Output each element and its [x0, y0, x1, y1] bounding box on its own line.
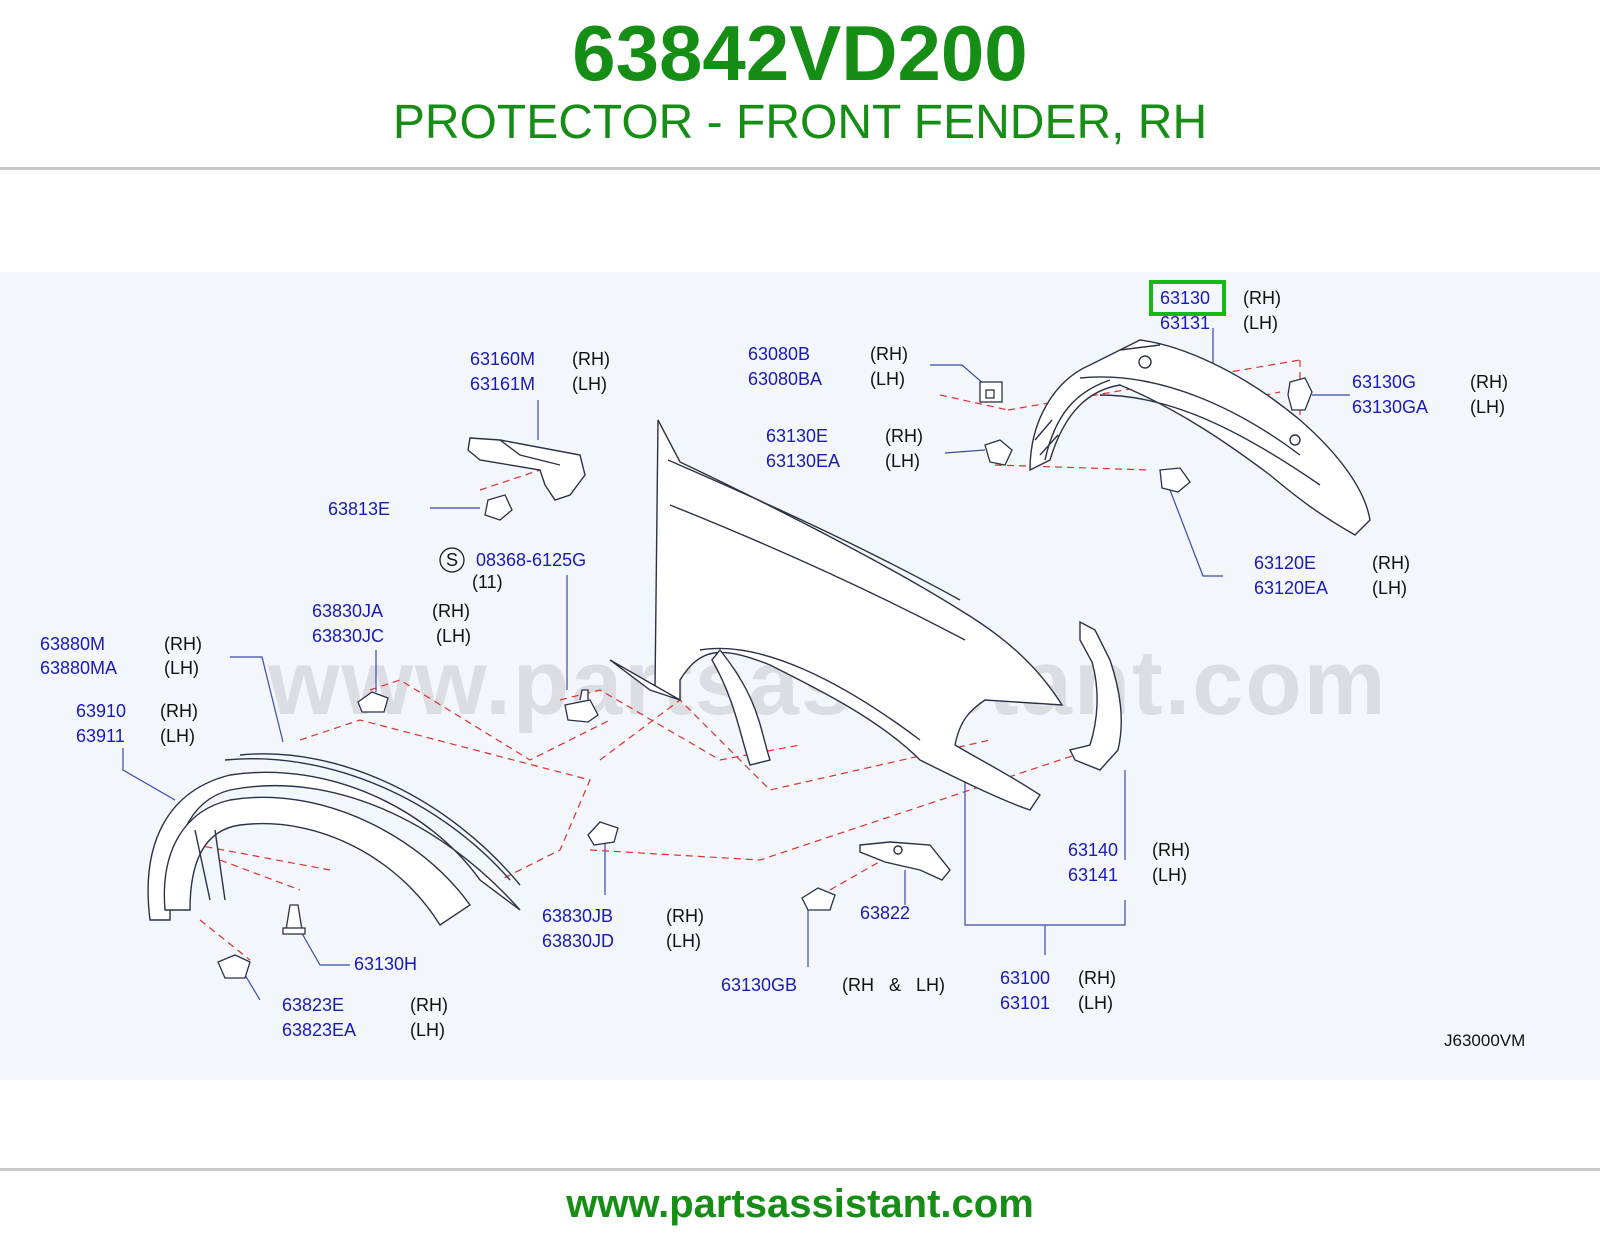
- footer-divider: [0, 1168, 1600, 1171]
- label-63880ma[interactable]: 63880MA: [40, 658, 117, 678]
- side-63161m: (LH): [572, 374, 607, 394]
- screw-63130h-icon: [282, 904, 306, 935]
- bracket-63080b-illustration: [979, 381, 1003, 403]
- clip-63130gb-icon: [801, 887, 836, 911]
- label-63911[interactable]: 63911: [76, 726, 125, 746]
- side-63080ba: (LH): [870, 369, 905, 389]
- side-63910: (RH): [160, 701, 198, 721]
- label-63160m[interactable]: 63160M: [470, 349, 535, 369]
- fasteners: [217, 377, 1313, 979]
- side-63880m: (RH): [164, 634, 202, 654]
- side-63880ma: (LH): [164, 658, 199, 678]
- side-63830jb: (RH): [666, 906, 704, 926]
- part-description: PROTECTOR - FRONT FENDER, RH: [392, 96, 1208, 149]
- side-63101: (LH): [1078, 993, 1113, 1013]
- footer-website-link[interactable]: www.partsassistant.com: [566, 1182, 1034, 1226]
- side-63823e: (RH): [410, 995, 448, 1015]
- side-63131: (LH): [1243, 313, 1278, 333]
- qty-08368: (11): [472, 572, 503, 592]
- label-63100[interactable]: 63100: [1000, 968, 1050, 988]
- side-63130g: (RH): [1470, 372, 1508, 392]
- callout-labels: 63130 (RH) 63131 (LH) 63160M (RH) 63161M…: [40, 288, 1525, 1050]
- label-63141[interactable]: 63141: [1068, 865, 1118, 885]
- label-08368-6125g[interactable]: 08368-6125G: [476, 550, 586, 570]
- side-63160m: (RH): [572, 349, 610, 369]
- label-63120ea[interactable]: 63120EA: [1254, 578, 1328, 598]
- wheel-arch-moulding-illustration: [147, 753, 521, 926]
- side-63130gb: (RH & LH): [842, 975, 945, 995]
- side-63130ea: (LH): [885, 451, 920, 471]
- highlight-box: [1149, 280, 1226, 316]
- label-63130[interactable]: 63130: [1160, 288, 1210, 308]
- label-63830ja[interactable]: 63830JA: [312, 601, 383, 621]
- side-63120e: (RH): [1372, 553, 1410, 573]
- splash-guard-illustration: [859, 841, 951, 881]
- side-63130ga: (LH): [1470, 397, 1505, 417]
- clip-63830ja-icon: [357, 691, 389, 713]
- label-63130e[interactable]: 63130E: [766, 426, 828, 446]
- s-mark-icon: [439, 547, 465, 573]
- header-divider: [0, 167, 1600, 170]
- clip-63130g-icon: [1287, 377, 1313, 411]
- side-63140: (RH): [1152, 840, 1190, 860]
- side-63130: (RH): [1243, 288, 1281, 308]
- bracket-illustration: [467, 437, 586, 501]
- label-63130ga[interactable]: 63130GA: [1352, 397, 1428, 417]
- label-63161m[interactable]: 63161M: [470, 374, 535, 394]
- label-63880m[interactable]: 63880M: [40, 634, 105, 654]
- label-63823ea[interactable]: 63823EA: [282, 1020, 356, 1040]
- clip-63813e-icon: [484, 494, 513, 521]
- clip-63120e-icon: [1159, 467, 1191, 493]
- label-63830jd[interactable]: 63830JD: [542, 931, 614, 951]
- side-63120ea: (LH): [1372, 578, 1407, 598]
- side-63823ea: (LH): [410, 1020, 445, 1040]
- label-63813e[interactable]: 63813E: [328, 499, 390, 519]
- side-63830jd: (LH): [666, 931, 701, 951]
- label-63830jc[interactable]: 63830JC: [312, 626, 384, 646]
- label-63131[interactable]: 63131: [1160, 313, 1210, 333]
- fender-protector-illustration: [1029, 339, 1371, 536]
- diagram-reference-code: J63000VM: [1444, 1031, 1525, 1050]
- label-63101[interactable]: 63101: [1000, 993, 1050, 1013]
- side-63141: (LH): [1152, 865, 1187, 885]
- label-63130ea[interactable]: 63130EA: [766, 451, 840, 471]
- label-63910[interactable]: 63910: [76, 701, 126, 721]
- label-63130h[interactable]: 63130H: [354, 954, 417, 974]
- part-number-title: 63842VD200: [572, 9, 1028, 97]
- label-63140[interactable]: 63140: [1068, 840, 1118, 860]
- front-fender-illustration: [609, 419, 1064, 811]
- label-63822[interactable]: 63822: [860, 903, 910, 923]
- s-mark-text: S: [446, 550, 458, 570]
- screw-08368-icon: [564, 689, 599, 723]
- label-63830jb[interactable]: 63830JB: [542, 906, 613, 926]
- clip-63130e-icon: [984, 439, 1013, 466]
- side-63830jc: (LH): [436, 626, 471, 646]
- side-63080b: (RH): [870, 344, 908, 364]
- side-63100: (RH): [1078, 968, 1116, 988]
- fender-bracket-illustration: [1068, 620, 1122, 771]
- side-63130e: (RH): [885, 426, 923, 446]
- clip-63823e-icon: [217, 954, 251, 979]
- clip-63830jb-icon: [587, 821, 619, 846]
- leader-lines: [122, 328, 1350, 1001]
- label-63823e[interactable]: 63823E: [282, 995, 344, 1015]
- label-63120e[interactable]: 63120E: [1254, 553, 1316, 573]
- side-63911: (LH): [160, 726, 195, 746]
- label-63130gb[interactable]: 63130GB: [721, 975, 797, 995]
- side-63830ja: (RH): [432, 601, 470, 621]
- label-63080b[interactable]: 63080B: [748, 344, 810, 364]
- label-63080ba[interactable]: 63080BA: [748, 369, 822, 389]
- label-63130g[interactable]: 63130G: [1352, 372, 1416, 392]
